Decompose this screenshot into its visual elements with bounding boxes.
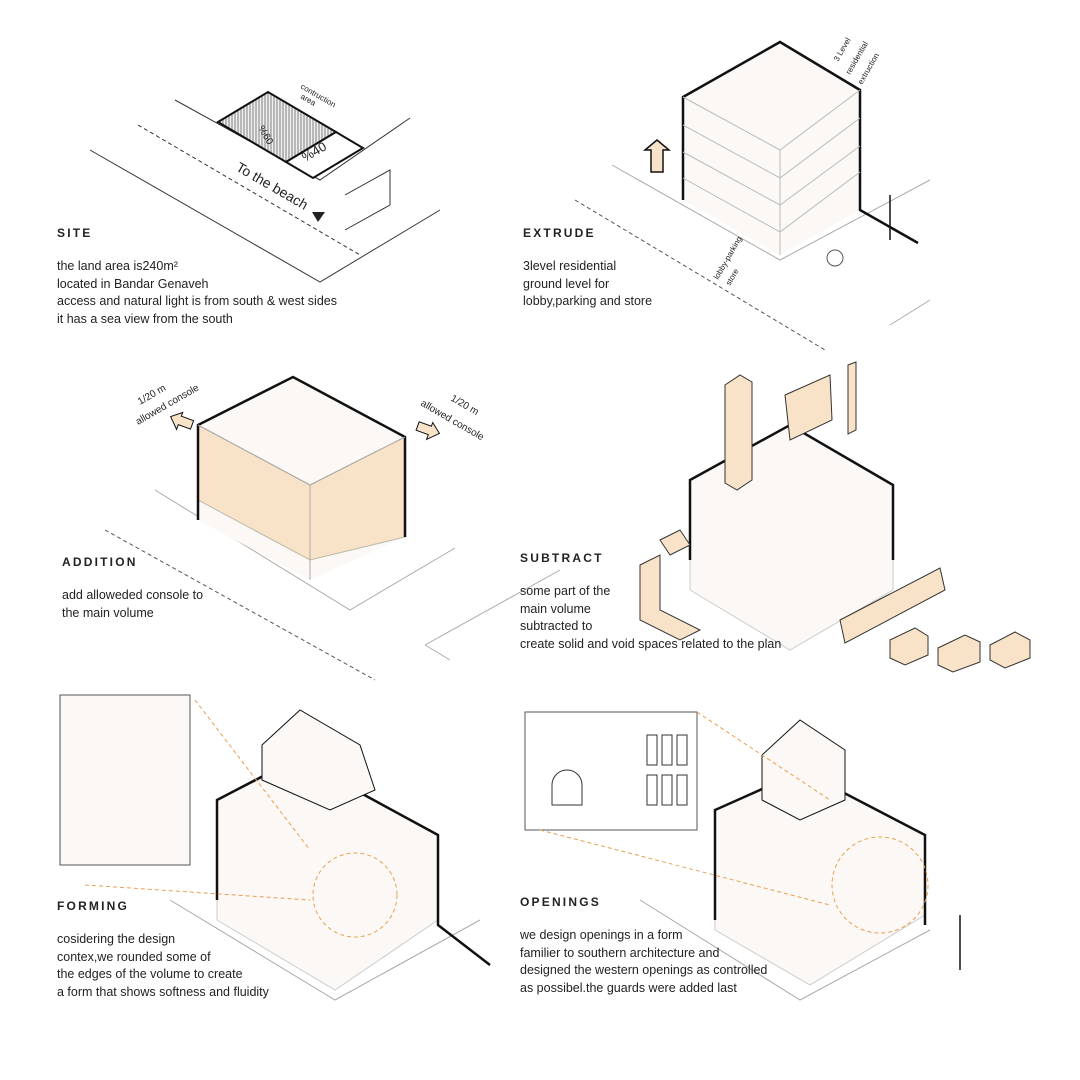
subtract-line: create solid and void spaces related to … [520,636,782,651]
forming-line: contex,we rounded some of [57,949,211,964]
subtract-diagram [424,361,1031,673]
subtract-line: main volume [520,601,591,616]
openings-line: designed the western openings as control… [520,963,768,978]
forming-section: FORMING cosidering the design contex,we … [57,898,269,1001]
forming-title: FORMING [57,899,130,913]
extrude-title: EXTRUDE [523,226,596,240]
site-line: access and natural light is from south &… [57,294,337,309]
label-store: store [724,267,741,287]
openings-line: as possibel.the guards were added last [520,980,737,995]
site-plan-diagram [89,90,441,283]
subtract-section: SUBTRACT some part of the main volume su… [520,550,781,653]
extrude-line: 3level residential [523,259,617,274]
site-line: the land area is240m² [57,259,178,274]
openings-title: OPENINGS [520,895,601,909]
forming-line: a form that shows softness and fluidity [57,984,269,999]
subtract-line: some part of the [520,584,611,599]
addition-title: ADDITION [62,555,138,569]
openings-diagram [524,711,961,1001]
site-line: it has a sea view from the south [57,311,233,326]
subtract-line: subtracted to [520,619,593,634]
addition-section: ADDITION add alloweded console to the ma… [62,554,203,622]
addition-line: add alloweded console to [62,588,204,603]
extrude-line: lobby,parking and store [523,294,653,309]
forming-line: the edges of the volume to create [57,967,243,982]
site-line: located in Bandar Genaveh [57,276,209,291]
addition-diagram [104,375,456,681]
openings-line: familier to southern architecture and [520,945,720,960]
extrude-line: ground level for [523,276,610,291]
site-section: SITE the land area is240m² located in Ba… [57,225,337,328]
forming-line: cosidering the design [57,932,176,947]
forming-diagram [59,694,491,1001]
label-3level: 3 Level [832,36,853,63]
site-title: SITE [57,226,93,240]
addition-line: the main volume [62,605,154,620]
subtract-title: SUBTRACT [520,551,604,565]
extrude-diagram [574,40,931,351]
openings-section: OPENINGS we design openings in a form fa… [520,894,767,997]
openings-line: we design openings in a form [520,928,683,943]
extrude-section: EXTRUDE 3level residential ground level … [523,225,652,311]
